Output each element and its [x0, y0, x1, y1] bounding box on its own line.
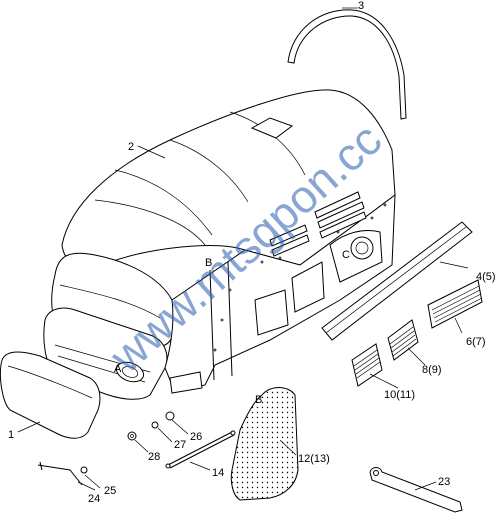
part-12-perforated-guard [230, 387, 299, 501]
label-part-6: 6(7) [466, 336, 486, 348]
label-part-23: 23 [438, 476, 450, 488]
part-10-small-grille [351, 343, 383, 387]
leader-lines [17, 7, 469, 491]
ref-letter-b-upper: B [205, 257, 212, 269]
label-part-1: 1 [8, 429, 14, 441]
label-part-10: 10(11) [384, 389, 415, 401]
ref-letter-c: C [342, 249, 350, 261]
ref-letter-b-lower: B [255, 394, 262, 406]
callout-labels: 1 2 3 4(5) 6(7) 8(9) 10(11) 12(13) 14 23… [8, 0, 496, 505]
part-6-large-grille [427, 279, 483, 329]
label-part-4: 4(5) [476, 271, 496, 283]
label-part-25: 25 [104, 485, 116, 497]
label-part-8: 8(9) [422, 364, 442, 376]
label-part-24: 24 [88, 493, 100, 505]
part-2-cab-body [43, 89, 396, 400]
label-part-3: 3 [358, 0, 364, 12]
label-part-12: 12(13) [298, 453, 330, 465]
part-14-stay-rod [165, 430, 236, 469]
label-part-28: 28 [148, 451, 160, 463]
part-1-front-panel [0, 351, 101, 439]
part-8-medium-grille [387, 319, 419, 361]
label-part-14: 14 [212, 467, 224, 479]
side-vent-slots [269, 191, 367, 257]
ref-letter-a: A [114, 363, 122, 375]
parts-24-25-latch [37, 461, 88, 486]
part-4-long-panel [321, 221, 473, 341]
label-part-26: 26 [190, 431, 202, 443]
part-3-seal-strip [287, 9, 407, 120]
parts-26-28-hardware [127, 411, 175, 441]
label-part-2: 2 [128, 141, 134, 153]
label-part-27: 27 [174, 439, 186, 451]
